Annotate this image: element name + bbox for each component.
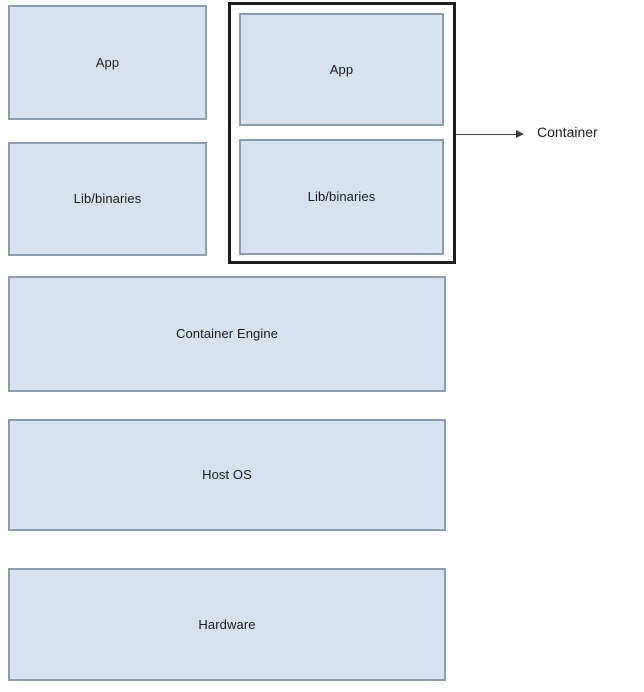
box-container-engine-label: Container Engine <box>175 326 279 342</box>
box-hardware-label: Hardware <box>198 616 256 632</box>
container-callout: Container <box>456 118 644 152</box>
box-hardware[interactable]: Hardware <box>8 568 446 681</box>
box-lib-binaries-container[interactable]: Lib/binaries <box>239 139 444 255</box>
box-lib-binaries-container-label: Lib/binaries <box>307 189 376 205</box>
arrow-right-icon <box>516 130 524 138</box>
box-app-left-label: App <box>95 54 120 70</box>
box-lib-binaries-left[interactable]: Lib/binaries <box>8 142 207 256</box>
box-app-left[interactable]: App <box>8 5 207 120</box>
callout-line <box>456 134 518 135</box>
box-host-os[interactable]: Host OS <box>8 419 446 531</box>
box-app-container-label: App <box>329 61 354 77</box>
box-app-container[interactable]: App <box>239 13 444 126</box>
container-callout-label: Container <box>537 124 598 140</box>
box-host-os-label: Host OS <box>202 467 252 483</box>
box-container-engine[interactable]: Container Engine <box>8 276 446 392</box>
box-lib-binaries-left-label: Lib/binaries <box>73 191 142 207</box>
